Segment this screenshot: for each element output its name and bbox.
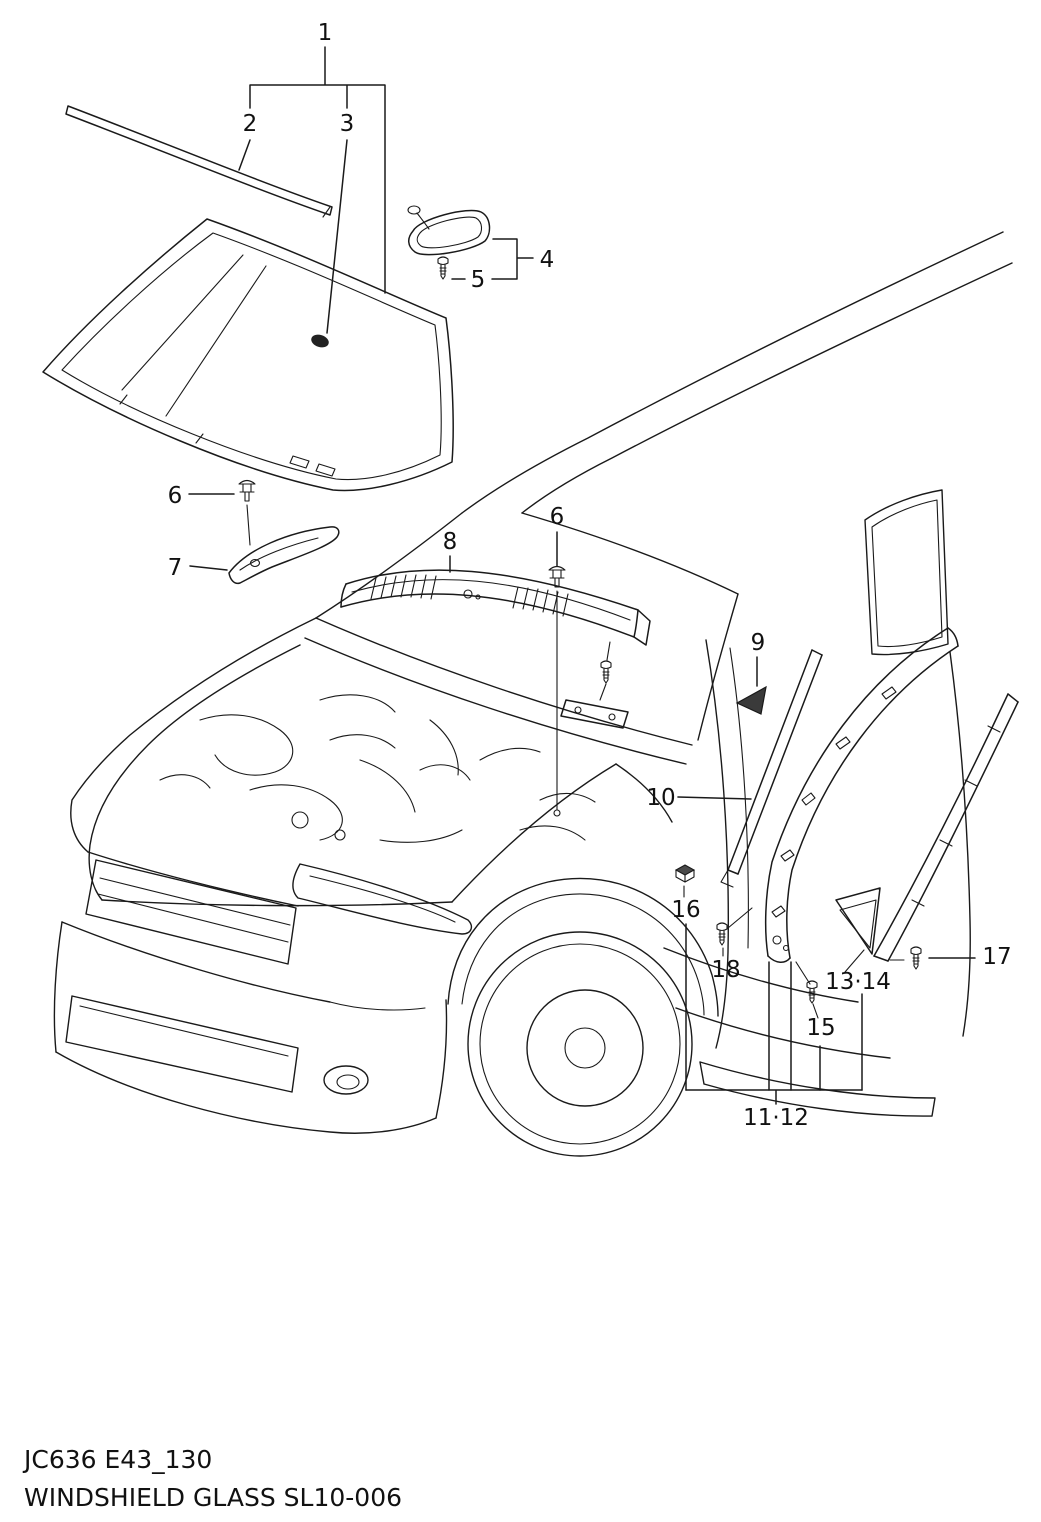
bracket-11-12 — [685, 923, 863, 1105]
callout-3: 3 — [340, 111, 355, 137]
callout-9: 9 — [751, 630, 766, 656]
figure-code: JC636 E43_130 — [22, 1445, 212, 1474]
roof-side-trim — [873, 693, 1019, 962]
clip-leaders — [188, 493, 561, 817]
screw-18-icon — [716, 922, 728, 946]
trim-clip-cube — [674, 864, 696, 898]
callout-4: 4 — [540, 247, 555, 273]
pillar-corner-cover — [735, 656, 767, 715]
callout-13-14: 13·14 — [825, 969, 891, 995]
callout-15: 15 — [806, 1015, 835, 1041]
callout-6-right: 6 — [550, 504, 565, 530]
callout-6-left: 6 — [168, 483, 183, 509]
callout-5: 5 — [471, 267, 486, 293]
screw-17-icon — [910, 946, 922, 970]
callout-17: 17 — [982, 944, 1011, 970]
callout-11-12: 11·12 — [743, 1105, 809, 1131]
callout-7: 7 — [168, 555, 183, 581]
front-pillar-trim — [764, 627, 959, 963]
car-body — [53, 231, 1013, 1157]
windshield-glass — [42, 218, 454, 492]
rearview-mirror — [407, 205, 491, 256]
mirror-screw-icon — [437, 256, 449, 280]
callout-2: 2 — [243, 111, 258, 137]
pillar-lower-garnish — [835, 887, 881, 973]
cowl-screw-icon — [600, 660, 612, 684]
callout-1: 1 — [318, 20, 333, 46]
cowl-side-garnish — [189, 526, 340, 585]
callout-16: 16 — [671, 897, 700, 923]
cowl-bracket-plate — [560, 683, 629, 729]
bracket-4-5 — [451, 238, 534, 280]
callout-8: 8 — [443, 529, 458, 555]
callout-18: 18 — [711, 957, 740, 983]
front-pillar-molding — [677, 649, 823, 888]
screw-leaders — [722, 907, 976, 1019]
cowl-clip-left-icon — [238, 479, 256, 502]
screw-15-icon — [806, 980, 818, 1004]
callout-10: 10 — [646, 785, 675, 811]
glass-stop-clip — [311, 334, 329, 348]
figure-title: WINDSHIELD GLASS SL10-006 — [24, 1483, 402, 1512]
bracket-1-2-3 — [238, 46, 386, 334]
cowl-top-panel — [340, 555, 651, 661]
windshield-molding — [65, 105, 333, 218]
